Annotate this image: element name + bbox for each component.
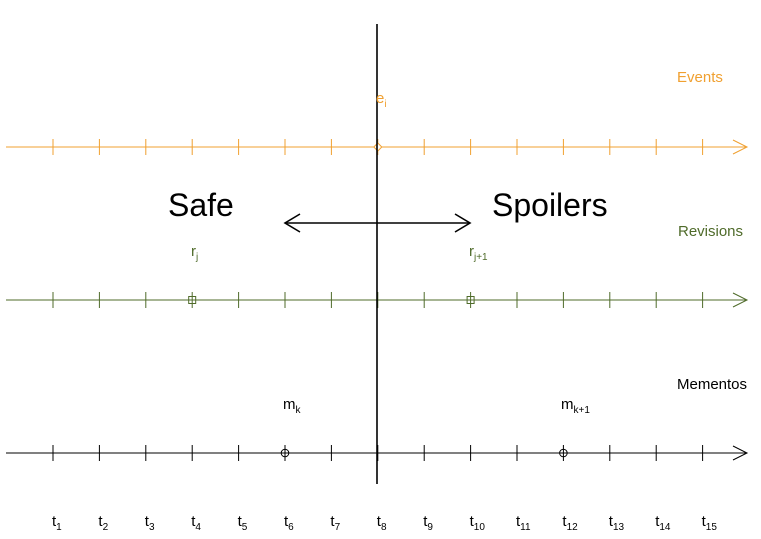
events-label: Events (677, 69, 723, 86)
time-tick-label: t13 (609, 513, 625, 533)
memento-k1-label: mk+1 (561, 396, 590, 416)
time-tick-label: t15 (702, 513, 718, 533)
axis-arrowhead (732, 139, 749, 155)
time-tick-label: t11 (516, 513, 531, 533)
event-marker-label: ei (376, 90, 387, 110)
memento-marker (280, 448, 290, 458)
time-tick-label: t3 (145, 513, 155, 533)
safe-label: Safe (168, 187, 234, 223)
memento-marker (559, 448, 568, 458)
revision-j-label: rj (191, 243, 198, 263)
revision-marker (188, 296, 197, 304)
mementos-timeline (6, 445, 749, 461)
time-tick-label: t14 (655, 513, 671, 533)
time-tick-label: t7 (330, 513, 340, 533)
time-tick-label: t6 (284, 513, 294, 533)
revision-j1-label: rj+1 (469, 243, 488, 263)
axis-arrowhead (732, 445, 749, 461)
time-tick-label: t8 (377, 513, 387, 533)
time-tick-label: t12 (562, 513, 578, 533)
double-arrow (283, 213, 472, 233)
time-tick-label: t1 (52, 513, 62, 533)
time-tick-label: t2 (98, 513, 108, 533)
axis-arrowhead (732, 292, 749, 308)
time-tick-label: t5 (238, 513, 248, 533)
time-tick-labels: t1 t2 t3 t4 t5 t6 t7 t8 t9 t10 t11 t12 t13 t14 t15 (52, 513, 717, 533)
time-tick-label: t4 (191, 513, 201, 533)
time-tick-label: t9 (423, 513, 433, 533)
revision-marker (466, 296, 475, 304)
events-timeline (6, 139, 749, 155)
revisions-label: Revisions (678, 223, 743, 240)
spoilers-label: Spoilers (492, 187, 608, 223)
mementos-label: Mementos (677, 376, 747, 393)
time-tick-label: t10 (470, 513, 486, 533)
memento-k-label: mk (283, 396, 302, 416)
